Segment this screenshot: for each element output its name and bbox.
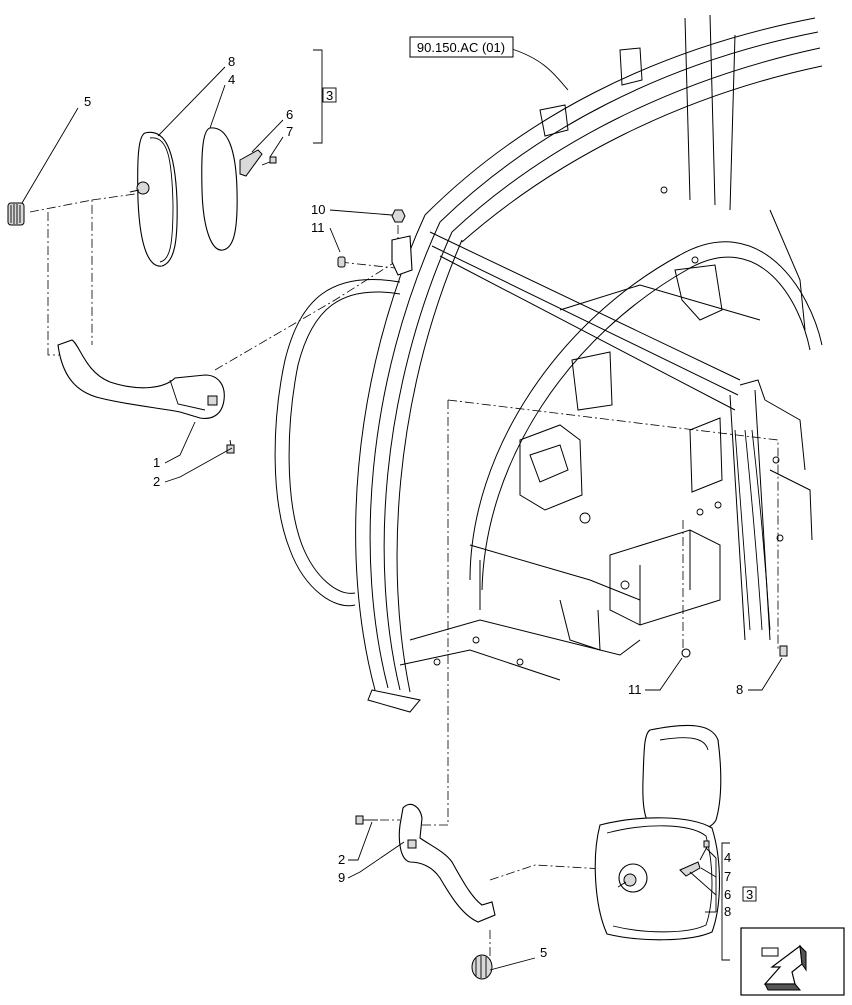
knob-5-part bbox=[7, 202, 25, 226]
callout-2-left: 2 bbox=[153, 474, 160, 489]
callout-1: 1 bbox=[153, 455, 160, 470]
screw-7-part bbox=[261, 156, 277, 166]
callout-kit-bottom: 3 bbox=[746, 887, 753, 902]
leader-lines bbox=[21, 48, 783, 971]
mirror-assembly-right bbox=[355, 645, 788, 980]
callout-6-bottom: 6 bbox=[724, 887, 731, 902]
mirror-head-8-part bbox=[129, 131, 178, 267]
reference-label[interactable]: 90.150.AC (01) bbox=[409, 36, 514, 58]
kit-box-top bbox=[322, 87, 337, 103]
grommet-11-part bbox=[681, 648, 691, 658]
callout-2-bottom: 2 bbox=[338, 852, 345, 867]
mirror-glass-4-bottom-part bbox=[642, 724, 722, 834]
kit-box-bottom bbox=[742, 886, 757, 902]
bolt-2-part bbox=[226, 439, 235, 454]
next-page-arrow-icon[interactable] bbox=[740, 927, 845, 996]
callout-8-mid: 8 bbox=[736, 682, 743, 697]
callout-6-top: 6 bbox=[286, 107, 293, 122]
callout-11-upper: 11 bbox=[311, 220, 325, 235]
callout-5-top: 5 bbox=[84, 94, 91, 109]
clip-6-part bbox=[239, 149, 263, 177]
mirror-arm-1-part bbox=[57, 339, 225, 419]
cab-frame bbox=[274, 14, 823, 713]
callout-4-top: 4 bbox=[228, 72, 235, 87]
assembly-lines bbox=[29, 193, 779, 960]
callout-9: 9 bbox=[338, 870, 345, 885]
callout-8-top: 8 bbox=[228, 54, 235, 69]
callout-5-bottom: 5 bbox=[540, 945, 547, 960]
callout-labels: 5 8 4 6 7 3 1 2 10 11 11 8 2 9 5 4 7 6 8… bbox=[84, 54, 753, 960]
callout-4-bottom: 4 bbox=[724, 850, 731, 865]
callout-7-bottom: 7 bbox=[724, 869, 731, 884]
knob-5-bottom-part bbox=[471, 954, 493, 980]
callout-kit-top: 3 bbox=[326, 88, 333, 103]
mirror-arm-9-part bbox=[398, 803, 496, 923]
reference-text: 90.150.AC (01) bbox=[417, 40, 505, 55]
callout-10: 10 bbox=[311, 202, 325, 217]
callout-7-top: 7 bbox=[286, 124, 293, 139]
hardware-upper bbox=[337, 209, 413, 276]
callout-8-bottom: 8 bbox=[724, 904, 731, 919]
bolt-2-bottom-part bbox=[355, 815, 378, 825]
mirror-head-8-bottom-part bbox=[594, 817, 720, 941]
mirror-glass-4-part bbox=[201, 127, 238, 251]
mirror-assembly-left bbox=[7, 49, 337, 454]
callout-11-mid: 11 bbox=[628, 682, 642, 697]
nut-8-part bbox=[779, 645, 788, 657]
